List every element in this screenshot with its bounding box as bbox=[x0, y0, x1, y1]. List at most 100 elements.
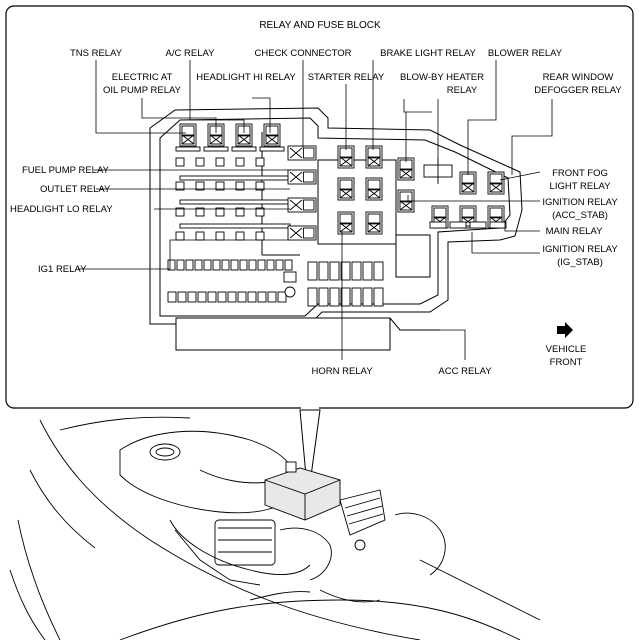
fuse-3-2 bbox=[215, 231, 225, 241]
label-horn-relay: HORN RELAY bbox=[311, 366, 373, 377]
label-outlet-relay: OUTLET RELAY bbox=[40, 184, 111, 195]
right-strip-3 bbox=[489, 221, 507, 229]
label-ig1-relay: IG1 RELAY bbox=[38, 264, 87, 275]
maxi-0-0 bbox=[307, 261, 318, 281]
check-conn-box bbox=[283, 271, 297, 283]
fuse-3-4 bbox=[255, 231, 265, 241]
label-fuel-pump-relay: FUEL PUMP RELAY bbox=[22, 165, 110, 176]
label-front-fog-1: FRONT FOG bbox=[552, 168, 608, 179]
label-rear-window-2: DEFOGGER RELAY bbox=[534, 85, 622, 96]
fuse-bot-4 bbox=[203, 259, 212, 271]
fuse-1-0 bbox=[175, 181, 185, 191]
maxi-0-6 bbox=[373, 261, 384, 281]
label-ign-ig-2: (IG_STAB) bbox=[557, 257, 603, 268]
label-ign-acc-1: IGNITION RELAY bbox=[542, 197, 618, 208]
bar-1 bbox=[179, 199, 291, 205]
fuse-low-7 bbox=[237, 291, 247, 303]
fuse-2-4 bbox=[255, 207, 265, 217]
fuse-0-0 bbox=[175, 157, 185, 167]
side-relay-2 bbox=[287, 197, 317, 213]
label-ac-relay: A/C RELAY bbox=[166, 48, 216, 59]
label-starter-relay: STARTER RELAY bbox=[308, 72, 385, 83]
fuse-3-0 bbox=[175, 231, 185, 241]
fuse-bot-11 bbox=[266, 259, 275, 271]
maxi-0-3 bbox=[340, 261, 351, 281]
fuse-low-5 bbox=[217, 291, 227, 303]
maxi-1-5 bbox=[362, 287, 373, 307]
fuse-low-1 bbox=[177, 291, 187, 303]
fuse-3-1 bbox=[195, 231, 205, 241]
fuse-bot-12 bbox=[275, 259, 284, 271]
strip-3 bbox=[259, 146, 285, 152]
fuse-low-8 bbox=[247, 291, 257, 303]
side-relay-1 bbox=[287, 169, 317, 185]
maxi-0-5 bbox=[362, 261, 373, 281]
check-terminal bbox=[284, 286, 296, 298]
fuse-bot-5 bbox=[212, 259, 221, 271]
maxi-0-1 bbox=[318, 261, 329, 281]
bar-0 bbox=[179, 175, 291, 181]
maxi-1-3 bbox=[340, 287, 351, 307]
fuse-bot-3 bbox=[194, 259, 203, 271]
fuse-0-1 bbox=[195, 157, 205, 167]
label-main-relay: MAIN RELAY bbox=[546, 226, 604, 237]
fuse-bot-10 bbox=[257, 259, 266, 271]
fuse-low-2 bbox=[187, 291, 197, 303]
strip-0 bbox=[175, 146, 201, 152]
fuse-2-2 bbox=[215, 207, 225, 217]
fuse-bot-0 bbox=[167, 259, 176, 271]
fuse-1-4 bbox=[255, 181, 265, 191]
maxi-0-4 bbox=[351, 261, 362, 281]
fuse-low-10 bbox=[267, 291, 277, 303]
label-tns-relay: TNS RELAY bbox=[70, 48, 123, 59]
maxi-1-1 bbox=[318, 287, 329, 307]
fuse-0-4 bbox=[255, 157, 265, 167]
label-acc-relay: ACC RELAY bbox=[438, 366, 492, 377]
label-headlight-hi-relay: HEADLIGHT HI RELAY bbox=[196, 72, 296, 83]
fuse-2-1 bbox=[195, 207, 205, 217]
label-vehicle-front-2: FRONT bbox=[550, 357, 583, 368]
fuse-2-3 bbox=[235, 207, 245, 217]
maxi-1-0 bbox=[307, 287, 318, 307]
label-ign-acc-2: (ACC_STAB) bbox=[552, 210, 608, 221]
label-vehicle-front-1: VEHICLE bbox=[546, 344, 587, 355]
label-blowby-1: BLOW-BY HEATER bbox=[400, 72, 484, 83]
engine-compartment-illustration bbox=[9, 409, 541, 640]
maxi-1-6 bbox=[373, 287, 384, 307]
fuse-low-6 bbox=[227, 291, 237, 303]
fuse-bot-6 bbox=[221, 259, 230, 271]
diagram-title: RELAY AND FUSE BLOCK bbox=[259, 20, 381, 31]
fuse-bot-9 bbox=[248, 259, 257, 271]
fuse-bot-1 bbox=[176, 259, 185, 271]
relay-and-fuse-components bbox=[167, 123, 507, 307]
right-strip-1 bbox=[449, 221, 467, 229]
strip-2 bbox=[231, 146, 257, 152]
maxi-1-2 bbox=[329, 287, 340, 307]
arrow-right-icon bbox=[557, 322, 573, 338]
fuse-2-0 bbox=[175, 207, 185, 217]
label-electric-at-1: ELECTRIC AT bbox=[112, 72, 173, 83]
fuse-0-2 bbox=[215, 157, 225, 167]
bar-2 bbox=[179, 223, 291, 229]
side-relay-3 bbox=[287, 225, 317, 241]
strip-1 bbox=[203, 146, 229, 152]
right-strip-2 bbox=[469, 221, 487, 229]
fuse-bot-13 bbox=[284, 259, 293, 271]
label-blowby-2: RELAY bbox=[447, 85, 478, 96]
fuse-low-3 bbox=[197, 291, 207, 303]
label-front-fog-2: LIGHT RELAY bbox=[550, 181, 612, 192]
label-rear-window-1: REAR WINDOW bbox=[543, 72, 614, 83]
right-strip-0 bbox=[429, 221, 447, 229]
maxi-1-4 bbox=[351, 287, 362, 307]
fuse-low-0 bbox=[167, 291, 177, 303]
maxi-0-2 bbox=[329, 261, 340, 281]
fuse-0-3 bbox=[235, 157, 245, 167]
label-headlight-lo-relay: HEADLIGHT LO RELAY bbox=[10, 204, 113, 215]
fuse-low-11 bbox=[277, 291, 287, 303]
fuse-1-3 bbox=[235, 181, 245, 191]
label-check-connector: CHECK CONNECTOR bbox=[255, 48, 352, 59]
fuse-bot-8 bbox=[239, 259, 248, 271]
fuse-1-2 bbox=[215, 181, 225, 191]
fuse-bot-2 bbox=[185, 259, 194, 271]
